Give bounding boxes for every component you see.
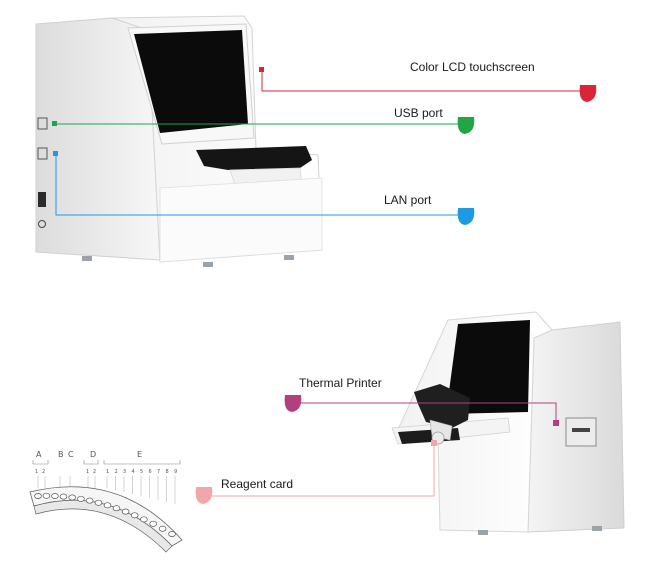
label-lan: LAN port [384,193,432,207]
group-label-e: E [137,450,142,459]
group-label-c: C [68,450,74,459]
slot-d-2: 2 [93,469,96,475]
slot-e-4: 4 [132,469,135,475]
reagent-well [140,516,148,523]
power-switch [38,192,46,207]
slot-d-1: 1 [86,469,89,475]
slot-e-6: 6 [149,469,152,475]
tray-arm [414,384,470,428]
reagent-well [77,495,85,502]
slot-e-9: 9 [174,469,177,475]
group-label-d: D [90,450,96,459]
slot-a-2: 2 [42,469,45,475]
device-tray [196,146,312,170]
group-label-b: B [58,450,64,459]
group-label-a: A [36,450,42,459]
reagent-well [121,508,130,515]
slot-e-2: 2 [115,469,118,475]
callout-reagent [195,440,437,504]
reagent-well [34,493,42,499]
reagent-well [42,492,51,499]
analyzer-front-view [391,311,625,535]
power-socket [38,220,46,228]
lcd-leaf-icon [579,85,597,102]
callout-lan [53,151,475,225]
reagent-well [158,525,167,532]
reagent-leaf-icon [195,487,213,504]
callout-printer [284,395,559,426]
slot-e-8: 8 [166,469,169,475]
lan-leaf-icon [457,208,475,225]
reagent-well [103,502,112,509]
slot-e-7: 7 [157,469,160,475]
usb-port-socket [37,117,48,130]
callout-lcd [259,67,597,102]
lcd-touchscreen [134,30,248,133]
label-reagent-card: Reagent card [221,477,294,491]
label-usb: USB port [394,106,443,120]
printer-leaf-icon [284,395,302,412]
analyzer-side-view [35,15,323,267]
reagent-well [85,497,94,504]
reagent-well [149,520,157,527]
slot-e-3: 3 [123,469,126,475]
reagent-well [59,493,68,500]
lan-port-socket [37,147,48,160]
reagent-well [94,499,103,506]
label-lcd: Color LCD touchscreen [410,60,535,74]
lcd-touchscreen-2 [446,320,530,414]
callout-usb [52,117,475,134]
reagent-well [112,505,121,512]
slot-e-1: 1 [106,469,109,475]
reagent-well [130,512,139,519]
label-thermal-printer: Thermal Printer [299,376,382,390]
reagent-well [68,494,76,501]
usb-leaf-icon [457,117,475,134]
slot-e-5: 5 [140,469,143,475]
lcd-marker [259,67,264,72]
reagent-well [51,493,59,499]
reagent-well [168,531,176,537]
slot-a-1: 1 [35,469,38,475]
